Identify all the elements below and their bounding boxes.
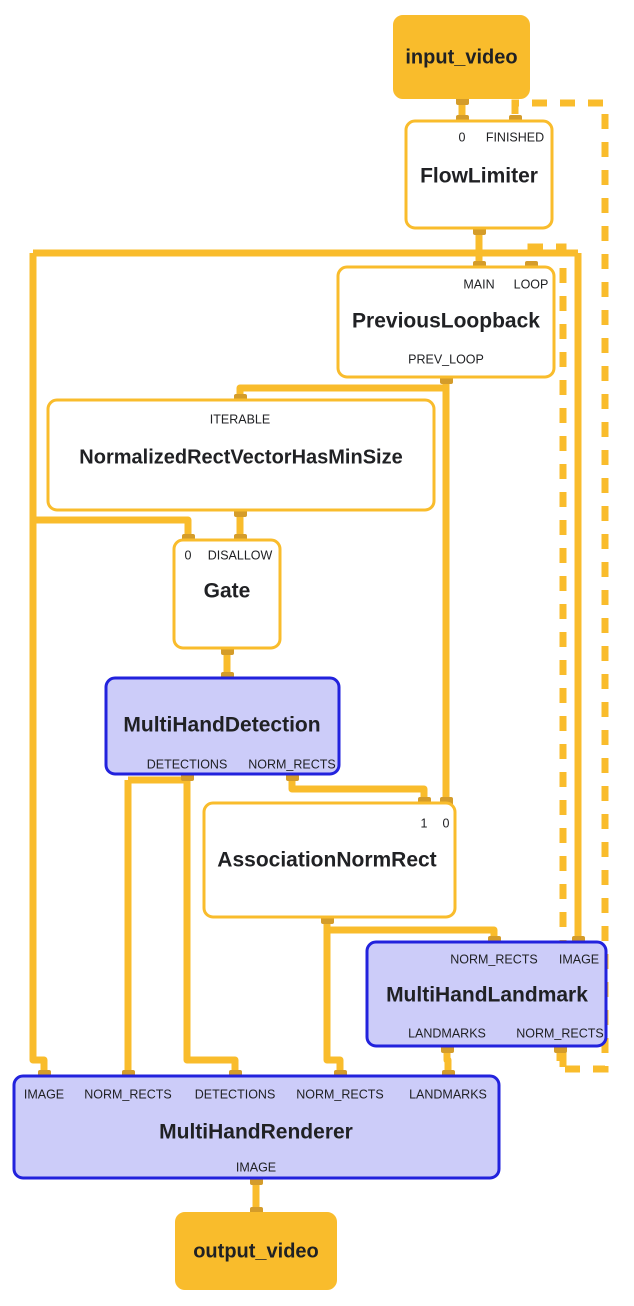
calculator-flow-limiter-box[interactable] xyxy=(404,119,554,230)
port-multi-hand-detection-out-norm-rects: NORM_RECTS xyxy=(248,757,336,771)
edge-landmark-normrects-to-loop xyxy=(527,243,567,1073)
edge-image-bus-left-to-gate xyxy=(33,516,192,540)
port-normalized-rect-vector-has-min-size-in-iterable: ITERABLE xyxy=(210,412,270,426)
port-multi-hand-renderer-in-norm-rects-1: NORM_RECTS xyxy=(84,1087,172,1101)
port-multi-hand-landmark-in-norm-rects: NORM_RECTS xyxy=(450,952,538,966)
port-flow-limiter-in-finished: FINISHED xyxy=(486,130,544,144)
edge-image-bus-to-renderer-image xyxy=(29,520,48,1076)
port-flow-limiter-in-0: 0 xyxy=(459,130,466,144)
port-previous-loopback-in-main: MAIN xyxy=(463,277,494,291)
edge-landmark-normrects-to-finished xyxy=(511,99,609,1073)
calculator-previous-loopback-box[interactable] xyxy=(336,265,556,379)
port-previous-loopback-in-loop: LOOP xyxy=(514,277,549,291)
calculator-gate-label: Gate xyxy=(204,580,251,603)
subgraph-node-multi-hand-detection[interactable]: MultiHandDetection DETECTIONS NORM_RECTS xyxy=(104,676,341,776)
calculator-gate-box[interactable] xyxy=(172,538,282,650)
stream-node-output-video[interactable]: output_video xyxy=(175,1212,337,1290)
stream-input-video-label: input_video xyxy=(405,46,517,68)
port-multi-hand-renderer-in-norm-rects-2: NORM_RECTS xyxy=(296,1087,384,1101)
port-association-norm-rect-in-1: 1 xyxy=(421,816,428,830)
port-multi-hand-renderer-out-image: IMAGE xyxy=(236,1160,276,1174)
calculator-node-previous-loopback[interactable]: MAIN LOOP PreviousLoopback PREV_LOOP xyxy=(336,265,556,379)
calculator-node-flow-limiter[interactable]: 0 FINISHED FlowLimiter xyxy=(404,119,554,230)
port-multi-hand-landmark-out-norm-rects: NORM_RECTS xyxy=(516,1026,604,1040)
subgraph-multi-hand-landmark-box[interactable] xyxy=(365,940,608,1048)
stream-input-video-box[interactable] xyxy=(393,15,530,99)
port-multi-hand-renderer-in-landmarks: LANDMARKS xyxy=(409,1087,487,1101)
stream-output-video-label: output_video xyxy=(193,1240,319,1262)
calculator-flow-limiter-label: FlowLimiter xyxy=(420,165,538,188)
port-multi-hand-renderer-in-detections: DETECTIONS xyxy=(195,1087,276,1101)
port-association-norm-rect-in-0: 0 xyxy=(443,816,450,830)
subgraph-multi-hand-landmark-label: MultiHandLandmark xyxy=(386,984,588,1007)
stream-output-video-box[interactable] xyxy=(175,1212,337,1290)
port-previous-loopback-out-prev-loop: PREV_LOOP xyxy=(408,352,484,366)
port-multi-hand-renderer-in-image: IMAGE xyxy=(24,1087,64,1101)
subgraph-node-multi-hand-renderer[interactable]: IMAGE NORM_RECTS DETECTIONS NORM_RECTS L… xyxy=(12,1074,501,1180)
port-multi-hand-landmark-out-landmarks: LANDMARKS xyxy=(408,1026,486,1040)
back-edge-layer xyxy=(511,99,609,1073)
calculator-association-norm-rect-label: AssociationNormRect xyxy=(217,849,436,872)
subgraph-multi-hand-renderer-box[interactable] xyxy=(12,1074,501,1180)
calculator-normalized-rect-vector-has-min-size-label: NormalizedRectVectorHasMinSize xyxy=(79,446,402,468)
subgraph-node-multi-hand-landmark[interactable]: NORM_RECTS IMAGE MultiHandLandmark LANDM… xyxy=(365,940,608,1048)
edge-normrects-to-assoc1 xyxy=(288,774,428,803)
subgraph-multi-hand-detection-label: MultiHandDetection xyxy=(123,714,320,737)
connector-dot-layer xyxy=(38,92,585,1220)
edge-detections-stem xyxy=(183,774,239,1076)
port-multi-hand-landmark-in-image: IMAGE xyxy=(559,952,599,966)
port-multi-hand-detection-out-detections: DETECTIONS xyxy=(147,757,228,771)
subgraph-multi-hand-detection-box[interactable] xyxy=(104,676,341,776)
calculator-node-normalized-rect-vector-has-min-size[interactable]: ITERABLE NormalizedRectVectorHasMinSize xyxy=(46,398,436,512)
calculator-node-association-norm-rect[interactable]: 1 0 AssociationNormRect xyxy=(202,801,457,919)
edge-assoc-to-renderer-normrects xyxy=(323,930,344,1076)
calculator-previous-loopback-label: PreviousLoopback xyxy=(352,310,540,333)
edge-prevloop-to-iterable xyxy=(236,384,446,400)
port-gate-in-disallow: DISALLOW xyxy=(208,548,273,562)
calculator-normalized-rect-vector-has-min-size-box[interactable] xyxy=(46,398,436,512)
edge-assoc-to-landmark xyxy=(327,926,498,942)
calculator-association-norm-rect-box[interactable] xyxy=(202,801,457,919)
calculator-node-gate[interactable]: 0 DISALLOW Gate xyxy=(172,538,282,650)
subgraph-multi-hand-renderer-label: MultiHandRenderer xyxy=(159,1121,353,1144)
port-gate-in-0: 0 xyxy=(185,548,192,562)
stream-node-input-video[interactable]: input_video xyxy=(393,15,530,99)
